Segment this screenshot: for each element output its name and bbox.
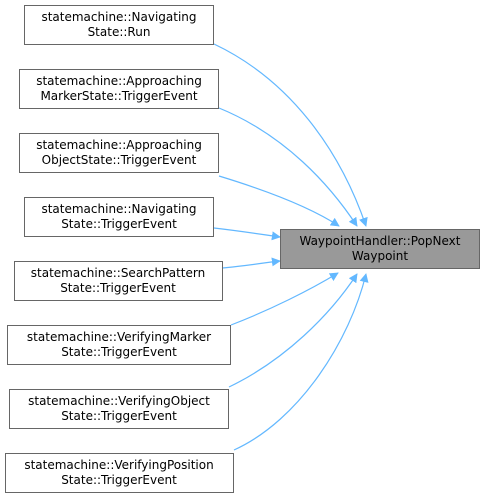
caller-node-verifying-marker[interactable]: statemachine::VerifyingMarker State::Tri…: [7, 325, 231, 365]
edge-verifying-object: [228, 273, 358, 388]
edge-verifying-marker: [230, 272, 339, 326]
caller-node-navigating-trigger[interactable]: statemachine::Navigating State::TriggerE…: [24, 197, 214, 237]
caller-node-verifying-position[interactable]: statemachine::VerifyingPosition State::T…: [5, 453, 234, 493]
caller-node-approaching-marker[interactable]: statemachine::Approaching MarkerState::T…: [19, 69, 219, 109]
caller-label-line-2: State::TriggerEvent: [60, 281, 176, 295]
caller-label-line-1: statemachine::VerifyingMarker: [27, 330, 211, 344]
caller-label-line-1: statemachine::Navigating: [41, 202, 196, 216]
caller-label-line-2: ObjectState::TriggerEvent: [42, 153, 197, 167]
caller-label-line-2: State::TriggerEvent: [61, 409, 177, 423]
caller-node-searchpattern[interactable]: statemachine::SearchPattern State::Trigg…: [14, 261, 223, 301]
caller-node-navigating-run[interactable]: statemachine::Navigating State::Run: [24, 5, 214, 45]
caller-label-line-1: statemachine::VerifyingObject: [28, 394, 210, 408]
caller-label-line-2: State::TriggerEvent: [61, 345, 177, 359]
edge-navigating-run: [213, 43, 368, 227]
caller-label-line-1: statemachine::SearchPattern: [31, 266, 205, 280]
target-label-line-1: WaypointHandler::PopNext: [299, 234, 460, 248]
caller-label-line-2: State::TriggerEvent: [61, 217, 177, 231]
edge-searchpattern: [221, 257, 281, 269]
caller-node-approaching-object[interactable]: statemachine::Approaching ObjectState::T…: [19, 133, 219, 173]
edge-approaching-object: [218, 175, 340, 227]
caller-node-verifying-object[interactable]: statemachine::VerifyingObject State::Tri…: [9, 389, 229, 429]
caller-label-line-2: MarkerState::TriggerEvent: [40, 89, 197, 103]
caller-label-line-1: statemachine::Navigating: [41, 10, 196, 24]
edge-navigating-trigger: [213, 227, 281, 241]
caller-label-line-1: statemachine::VerifyingPosition: [24, 458, 213, 472]
edge-verifying-position: [233, 273, 369, 451]
caller-label-line-2: State::TriggerEvent: [61, 473, 177, 487]
caller-label-line-2: State::Run: [88, 25, 151, 39]
caller-label-line-1: statemachine::Approaching: [36, 138, 202, 152]
caller-label-line-1: statemachine::Approaching: [36, 74, 202, 88]
target-label-line-2: Waypoint: [352, 249, 408, 263]
edges: [213, 43, 369, 451]
edge-approaching-marker: [218, 107, 358, 227]
target-node[interactable]: WaypointHandler::PopNext Waypoint: [280, 229, 480, 269]
